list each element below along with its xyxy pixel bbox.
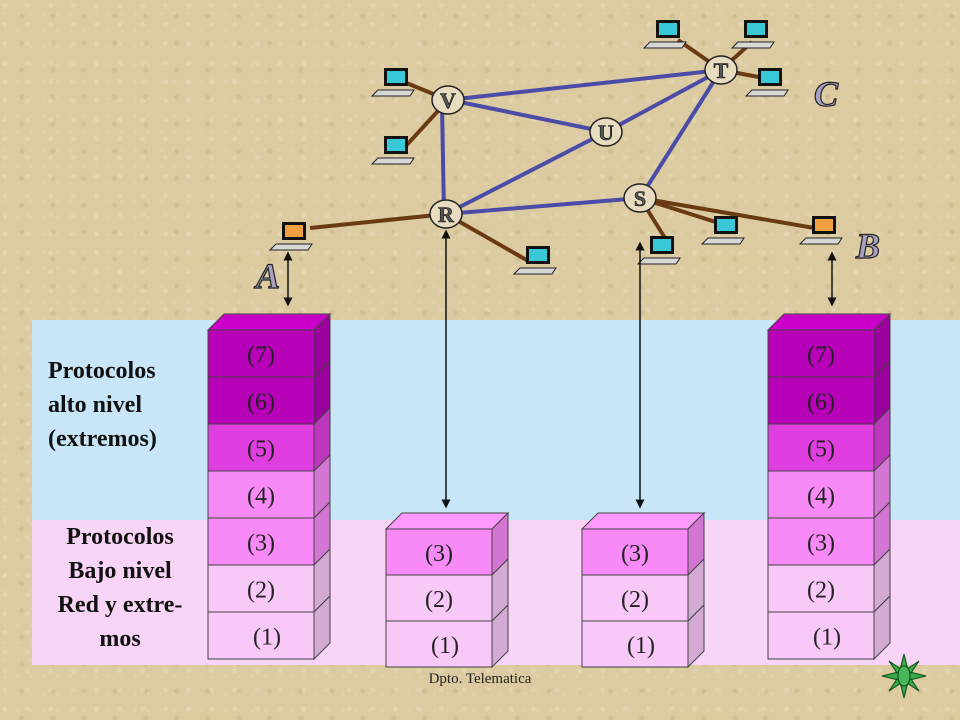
link-v-u xyxy=(449,98,607,134)
router-node-v: V xyxy=(431,85,465,115)
computer-icon xyxy=(370,68,415,97)
computer-icon xyxy=(636,236,681,265)
layer-label: (7) xyxy=(807,343,835,369)
label-line: alto nivel xyxy=(48,392,142,418)
access-link xyxy=(639,196,827,232)
layer-label: (1) xyxy=(431,633,459,659)
layer-box xyxy=(581,574,689,622)
stack-router-s: (3) (2) (1) xyxy=(580,511,706,669)
layer-label: (3) xyxy=(621,541,649,567)
layer-label: (2) xyxy=(247,578,275,604)
computer-icon xyxy=(370,136,415,165)
layer-label: (1) xyxy=(627,633,655,659)
node-label: S xyxy=(634,186,646,211)
layer-label: (1) xyxy=(253,625,281,651)
link-r-u xyxy=(445,130,607,216)
layer-box xyxy=(581,620,689,668)
layer-label: (3) xyxy=(425,541,453,567)
computer-icon xyxy=(642,20,687,49)
layer-box xyxy=(207,517,315,566)
layer-label: (5) xyxy=(807,437,835,463)
label-line: (extremos) xyxy=(48,426,157,452)
stack-router-r: (3) (2) (1) xyxy=(384,511,510,669)
computer-icon xyxy=(744,68,789,97)
computer-icon xyxy=(700,216,745,245)
low-level-protocols-label: Protocolos Bajo nivel Red y extre- mos xyxy=(30,520,210,656)
high-level-protocols-label: Protocolos alto nivel (extremos) xyxy=(48,354,218,456)
router-node-r: R xyxy=(429,199,463,229)
label-line: mos xyxy=(99,626,141,652)
layer-label: (3) xyxy=(807,531,835,557)
layer-box xyxy=(207,564,315,613)
node-label: V xyxy=(440,88,456,113)
link-v-r xyxy=(440,103,446,215)
layer-box xyxy=(207,423,315,472)
layer-box xyxy=(207,376,315,425)
endpoint-b: B xyxy=(855,226,880,266)
layer-box xyxy=(385,528,493,576)
router-node-s: S xyxy=(623,183,657,213)
compass-star-icon[interactable] xyxy=(881,653,927,699)
layer-box xyxy=(767,329,875,378)
endpoint-c: C xyxy=(814,74,839,114)
node-label: R xyxy=(438,202,455,227)
layer-box xyxy=(767,517,875,566)
router-node-u: U xyxy=(589,117,623,147)
link-t-s xyxy=(638,68,723,200)
computer-icon xyxy=(268,222,313,251)
layer-label: (3) xyxy=(247,531,275,557)
layer-label: (2) xyxy=(807,578,835,604)
layer-label: (7) xyxy=(247,343,275,369)
stack-endpoint-b: (7) (6) (5) (4) (3) (2) (1) xyxy=(766,312,892,661)
layer-label: (6) xyxy=(807,390,835,416)
label-line: Protocolos xyxy=(48,358,156,384)
label-line: Red y extre- xyxy=(57,592,183,618)
endpoint-a: A xyxy=(254,256,280,296)
link-v-t xyxy=(447,68,722,102)
layer-label: (6) xyxy=(247,390,275,416)
label-line: Bajo nivel xyxy=(68,558,172,584)
computer-icon xyxy=(798,216,843,245)
layer-label: (4) xyxy=(247,484,275,510)
access-link xyxy=(309,212,447,230)
computer-icon xyxy=(730,20,775,49)
layer-box xyxy=(767,423,875,472)
footer-department: Dpto. Telematica xyxy=(428,671,532,687)
layer-box xyxy=(385,620,493,668)
layer-label: (4) xyxy=(807,484,835,510)
link-r-s xyxy=(445,196,641,216)
node-label: U xyxy=(598,120,614,145)
layer-box xyxy=(767,564,875,613)
layer-label: (2) xyxy=(621,587,649,613)
layer-box xyxy=(385,574,493,622)
router-node-t: T xyxy=(704,55,738,85)
layer-box xyxy=(207,329,315,378)
layer-box xyxy=(207,611,315,660)
layer-box xyxy=(767,470,875,519)
stack-endpoint-a: (7) (6) (5) (4) (3) (2) (1) xyxy=(206,312,332,661)
node-label: T xyxy=(714,58,729,83)
layer-label: (1) xyxy=(813,625,841,651)
computer-icon xyxy=(512,246,557,275)
link-t-u xyxy=(605,68,722,134)
layer-label: (2) xyxy=(425,587,453,613)
layer-label: (5) xyxy=(247,437,275,463)
label-line: Protocolos xyxy=(66,524,174,550)
layer-box xyxy=(581,528,689,576)
layer-box xyxy=(767,611,875,660)
